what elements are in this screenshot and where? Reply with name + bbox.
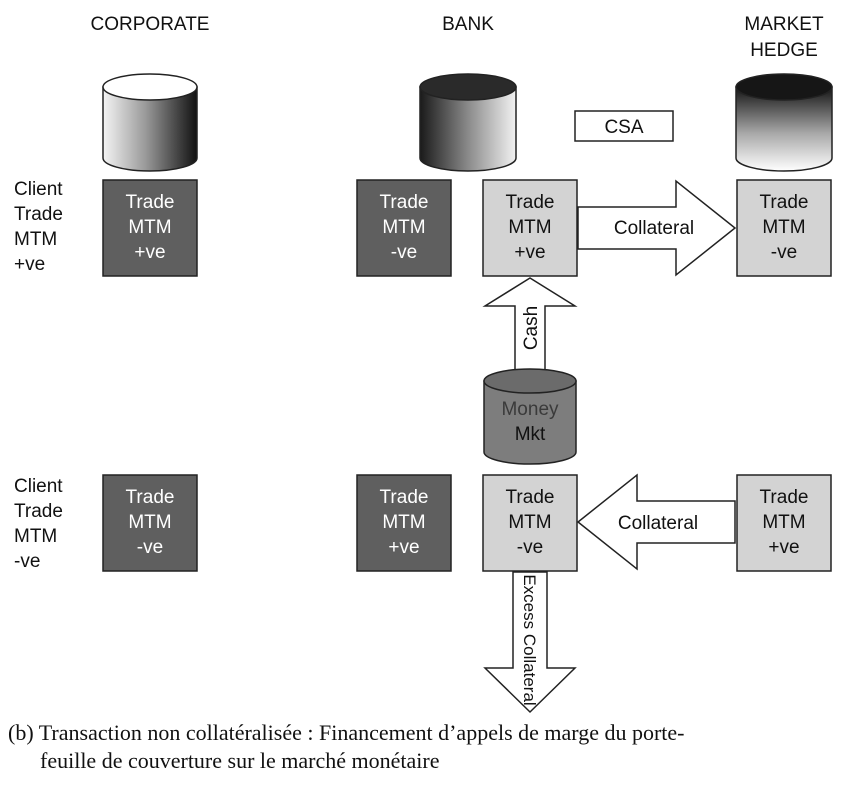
svg-text:MTM: MTM	[14, 229, 57, 250]
figure-caption: (b) Transaction non collatéralisée : Fin…	[8, 719, 854, 775]
diagram-canvas: CORPORATE BANK MARKET HEDGE CSA Client T…	[14, 14, 833, 714]
money-market-label-line2: Mkt	[515, 424, 546, 445]
svg-text:Trade: Trade	[14, 204, 63, 225]
svg-text:Trade: Trade	[380, 487, 429, 508]
svg-text:+ve: +ve	[514, 242, 545, 263]
column-bank: BANK	[442, 14, 494, 35]
svg-text:Collateral: Collateral	[618, 513, 698, 534]
svg-text:-ve: -ve	[517, 537, 543, 558]
svg-text:Trade: Trade	[380, 192, 429, 213]
top-bank-client-trade-box: Trade MTM -ve	[356, 179, 452, 277]
bottom-bank-hedge-trade-box: Trade MTM -ve	[482, 474, 578, 572]
market-hedge-database-icon	[735, 73, 833, 172]
cash-arrow: Cash	[482, 277, 578, 379]
money-market-database-icon	[483, 368, 577, 465]
svg-text:Trade: Trade	[506, 192, 555, 213]
money-market-label-line1: Money	[501, 399, 559, 420]
svg-text:+ve: +ve	[14, 254, 45, 275]
bottom-collateral-arrow: Collateral	[576, 473, 736, 571]
top-collateral-arrow: Collateral	[577, 179, 737, 277]
top-bank-hedge-trade-box: Trade MTM +ve	[482, 179, 578, 277]
svg-text:Trade: Trade	[126, 487, 175, 508]
svg-text:MTM: MTM	[762, 217, 805, 238]
bottom-market-hedge-trade-box: Trade MTM +ve	[736, 474, 832, 572]
svg-text:+ve: +ve	[388, 537, 419, 558]
caption-line-2: feuille de couverture sur le marché moné…	[40, 748, 440, 773]
svg-text:-ve: -ve	[14, 551, 40, 572]
svg-text:Trade: Trade	[126, 192, 175, 213]
csa-box	[574, 110, 674, 142]
svg-text:Trade: Trade	[14, 501, 63, 522]
svg-text:Client: Client	[14, 476, 63, 497]
svg-text:MTM: MTM	[508, 217, 551, 238]
svg-text:MTM: MTM	[382, 217, 425, 238]
top-market-hedge-trade-box: Trade MTM -ve	[736, 179, 832, 277]
top-side-label: Client Trade MTM +ve	[14, 179, 63, 275]
svg-text:MTM: MTM	[382, 512, 425, 533]
svg-text:Trade: Trade	[760, 192, 809, 213]
svg-text:Trade: Trade	[506, 487, 555, 508]
corporate-database-icon	[102, 73, 198, 172]
top-corporate-trade-box: Trade MTM +ve	[102, 179, 198, 277]
bottom-bank-client-trade-box: Trade MTM +ve	[356, 474, 452, 572]
svg-text:MTM: MTM	[508, 512, 551, 533]
bank-database-icon	[419, 73, 517, 172]
svg-text:MTM: MTM	[14, 526, 57, 547]
svg-text:MTM: MTM	[128, 512, 171, 533]
svg-text:Client: Client	[14, 179, 63, 200]
csa-label: CSA	[604, 117, 643, 138]
svg-text:MTM: MTM	[128, 217, 171, 238]
column-market-hedge-line2: HEDGE	[750, 40, 818, 61]
svg-text:+ve: +ve	[768, 537, 799, 558]
svg-text:MTM: MTM	[762, 512, 805, 533]
svg-text:Collateral: Collateral	[614, 218, 694, 239]
excess-collateral-arrow: Excess Collateral	[483, 571, 577, 714]
column-corporate: CORPORATE	[91, 14, 210, 35]
column-market-hedge-line1: MARKET	[744, 14, 824, 35]
svg-text:-ve: -ve	[771, 242, 797, 263]
caption-line-1: (b) Transaction non collatéralisée : Fin…	[8, 720, 685, 745]
svg-text:Excess Collateral: Excess Collateral	[520, 574, 539, 705]
svg-text:Cash: Cash	[521, 306, 542, 350]
bottom-side-label: Client Trade MTM -ve	[14, 476, 63, 572]
svg-text:Trade: Trade	[760, 487, 809, 508]
svg-text:-ve: -ve	[137, 537, 163, 558]
svg-text:-ve: -ve	[391, 242, 417, 263]
bottom-corporate-trade-box: Trade MTM -ve	[102, 474, 198, 572]
svg-text:+ve: +ve	[134, 242, 165, 263]
